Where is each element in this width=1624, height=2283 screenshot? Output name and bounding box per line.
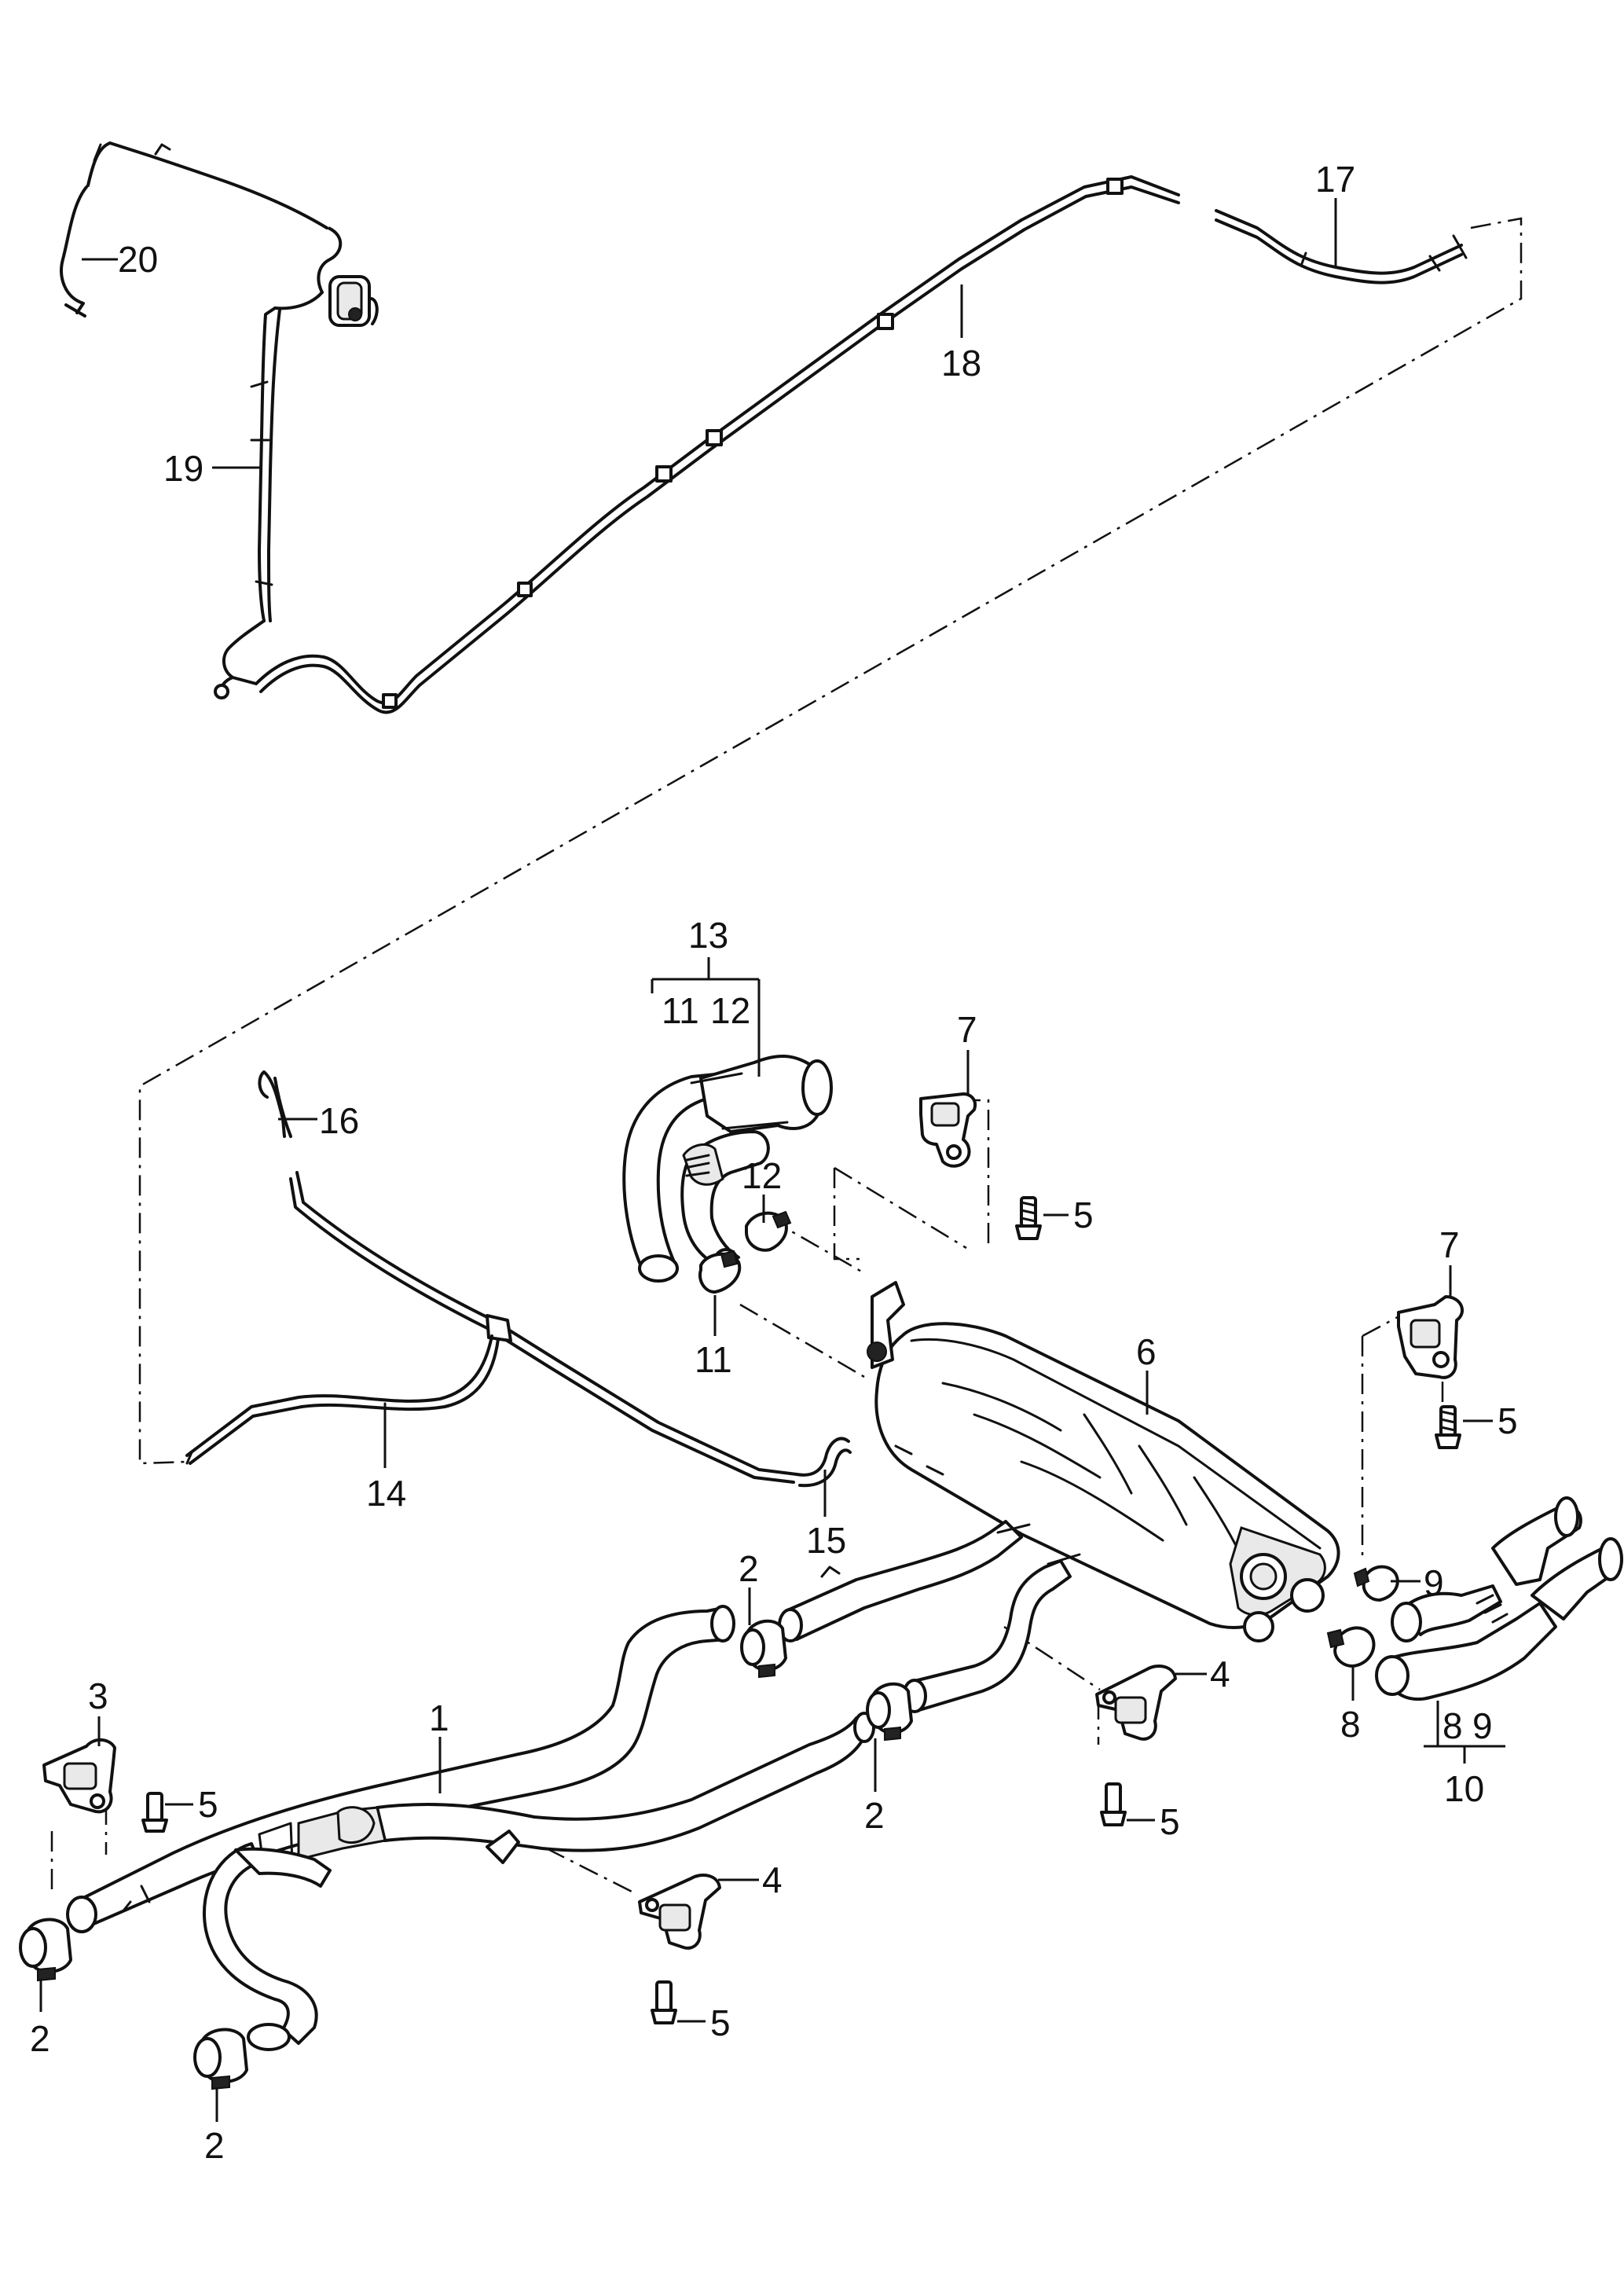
- callout-5-e: 5: [710, 2002, 731, 2043]
- callout-13: 13: [688, 915, 728, 956]
- callout-19: 19: [163, 448, 203, 489]
- bracket-3: [42, 1738, 116, 1814]
- callout-15: 15: [806, 1520, 846, 1561]
- callout-5-a: 5: [1073, 1195, 1094, 1235]
- front-pipe-1: [66, 1605, 875, 2051]
- callout-7-right: 7: [1439, 1224, 1460, 1265]
- clamp-2-a: [740, 1619, 787, 1679]
- callout-9: 9: [1424, 1562, 1444, 1603]
- callout-17: 17: [1315, 159, 1355, 200]
- callout-12-in-13: 12: [710, 990, 750, 1031]
- callout-16: 16: [319, 1100, 359, 1141]
- callout-7-upper: 7: [957, 1009, 977, 1050]
- callout-4-lower: 4: [762, 1859, 783, 1900]
- line-14-15: [289, 1177, 795, 1484]
- line-18: [255, 175, 1180, 714]
- callout-9-in-10: 9: [1472, 1705, 1493, 1746]
- callout-18: 18: [941, 343, 981, 384]
- bolt-5-b: [1435, 1405, 1461, 1449]
- bracket-7-right: [1397, 1295, 1464, 1379]
- vacuum-hoses-lower: [185, 1070, 852, 1488]
- callout-3: 3: [88, 1676, 108, 1716]
- bolt-5-a: [1015, 1196, 1042, 1240]
- callout-14: 14: [366, 1473, 406, 1514]
- clamp-9: [1353, 1565, 1399, 1602]
- tailpipe-10: [1375, 1496, 1623, 1701]
- bolt-5-e: [651, 1980, 677, 2024]
- callout-2-c: 2: [30, 2018, 50, 2059]
- line-17: [1215, 209, 1468, 284]
- callout-5-c: 5: [198, 1784, 218, 1825]
- bracket-4-middle: [1095, 1665, 1177, 1741]
- callout-20: 20: [118, 239, 158, 280]
- callout-4-middle: 4: [1210, 1654, 1230, 1694]
- vacuum-valve: [273, 226, 379, 327]
- callout-labels: 20 19 18 17 16 14 15 13 11 12 12 11 7 5 …: [30, 159, 1518, 2166]
- callout-2-a: 2: [739, 1548, 759, 1589]
- clamp-12: [745, 1210, 792, 1252]
- line-upper-left: [86, 141, 328, 229]
- clamp-11: [698, 1250, 742, 1294]
- clamp-8: [1326, 1626, 1376, 1668]
- callout-12: 12: [742, 1155, 782, 1196]
- callout-1: 1: [429, 1698, 449, 1738]
- clamp-2-d: [193, 2028, 248, 2090]
- callout-10: 10: [1444, 1768, 1484, 1809]
- clamp-2-c: [19, 1918, 72, 1982]
- hose-15: [795, 1437, 850, 1477]
- callout-5-b: 5: [1498, 1400, 1518, 1441]
- callout-11-in-13: 11: [662, 990, 699, 1031]
- callout-8: 8: [1340, 1704, 1361, 1745]
- clamp-2-b: [866, 1682, 913, 1742]
- bolt-5-d: [1100, 1782, 1127, 1826]
- bracket-4-lower: [638, 1874, 721, 1950]
- callout-6: 6: [1136, 1331, 1157, 1372]
- bracket-7-upper: [919, 1092, 977, 1168]
- bolt-5-c: [141, 1792, 168, 1833]
- hose-20: [60, 185, 88, 314]
- tailpipe-13: [622, 1054, 833, 1283]
- callout-8-in-10: 8: [1443, 1705, 1463, 1746]
- rear-muffler-6: [867, 1281, 1340, 1643]
- intermediate-pipes: [778, 1520, 1081, 1713]
- vacuum-line-assembly: [60, 141, 1468, 714]
- line-19: [214, 306, 281, 699]
- callout-11: 11: [695, 1339, 732, 1380]
- callout-2-b: 2: [864, 1795, 885, 1836]
- leader-lines: [39, 198, 1505, 2122]
- callout-2-d: 2: [204, 2125, 225, 2166]
- callout-5-d: 5: [1160, 1801, 1180, 1842]
